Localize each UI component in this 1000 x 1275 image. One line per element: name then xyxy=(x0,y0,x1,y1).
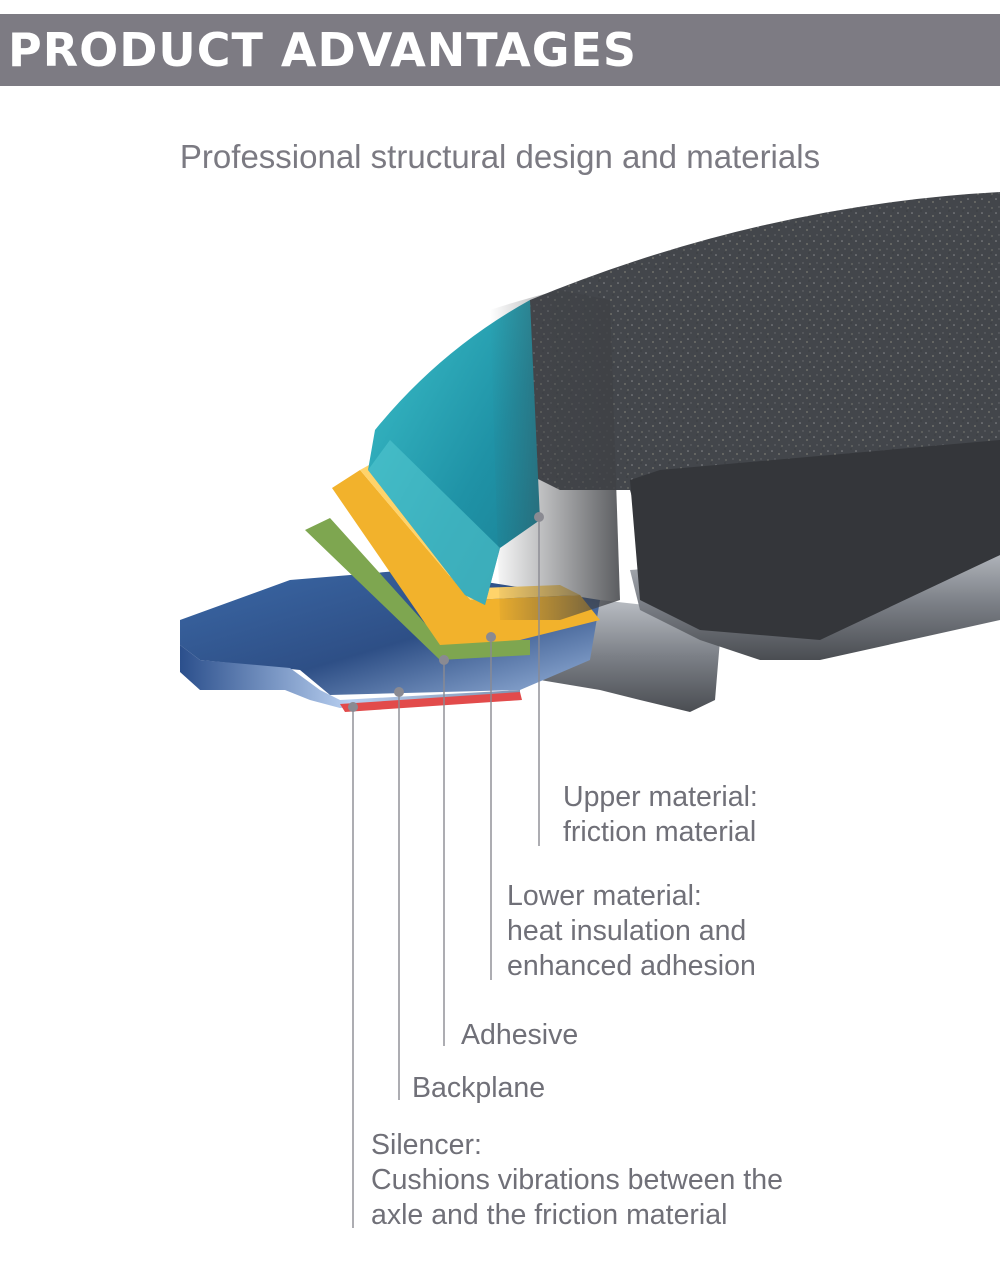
adhesive-layer xyxy=(305,518,530,660)
callout-backplane-title: Backplane xyxy=(412,1072,546,1104)
callout-silencer-desc-1: Cushions vibrations between the xyxy=(371,1164,783,1196)
leader-adhesive-dot xyxy=(439,655,449,665)
callout-lower-desc-1: heat insulation and xyxy=(507,915,747,947)
callout-upper: Upper material: friction material xyxy=(563,780,758,850)
material-transition xyxy=(490,290,620,620)
callout-backplane: Backplane xyxy=(412,1071,545,1106)
subtitle: Professional structural design and mater… xyxy=(179,138,821,175)
callout-lower-title: Lower material: xyxy=(507,880,702,912)
callout-upper-desc: friction material xyxy=(563,816,757,848)
header-banner: PRODUCT ADVANTAGES xyxy=(0,14,1000,86)
backplane-side xyxy=(180,645,520,708)
leader-silencer-dot xyxy=(348,702,358,712)
callout-adhesive-title: Adhesive xyxy=(461,1019,579,1051)
header-title: PRODUCT ADVANTAGES xyxy=(8,23,638,77)
leader-upper-dot xyxy=(534,512,544,522)
callout-silencer-desc-2: axle and the friction material xyxy=(371,1199,728,1231)
leader-backplane-dot xyxy=(394,687,404,697)
callout-upper-title: Upper material: xyxy=(563,781,758,813)
upper-material-facet xyxy=(368,440,500,605)
leader-lower-dot xyxy=(486,632,496,642)
callout-lower: Lower material: heat insulation and enha… xyxy=(507,879,756,984)
callout-lower-desc-2: enhanced adhesion xyxy=(507,950,756,982)
silencer-layer xyxy=(340,692,522,712)
friction-block-side xyxy=(630,440,1000,640)
callout-silencer: Silencer: Cushions vibrations between th… xyxy=(371,1128,783,1233)
callout-silencer-title: Silencer: xyxy=(371,1129,482,1161)
callout-adhesive: Adhesive xyxy=(461,1018,578,1053)
